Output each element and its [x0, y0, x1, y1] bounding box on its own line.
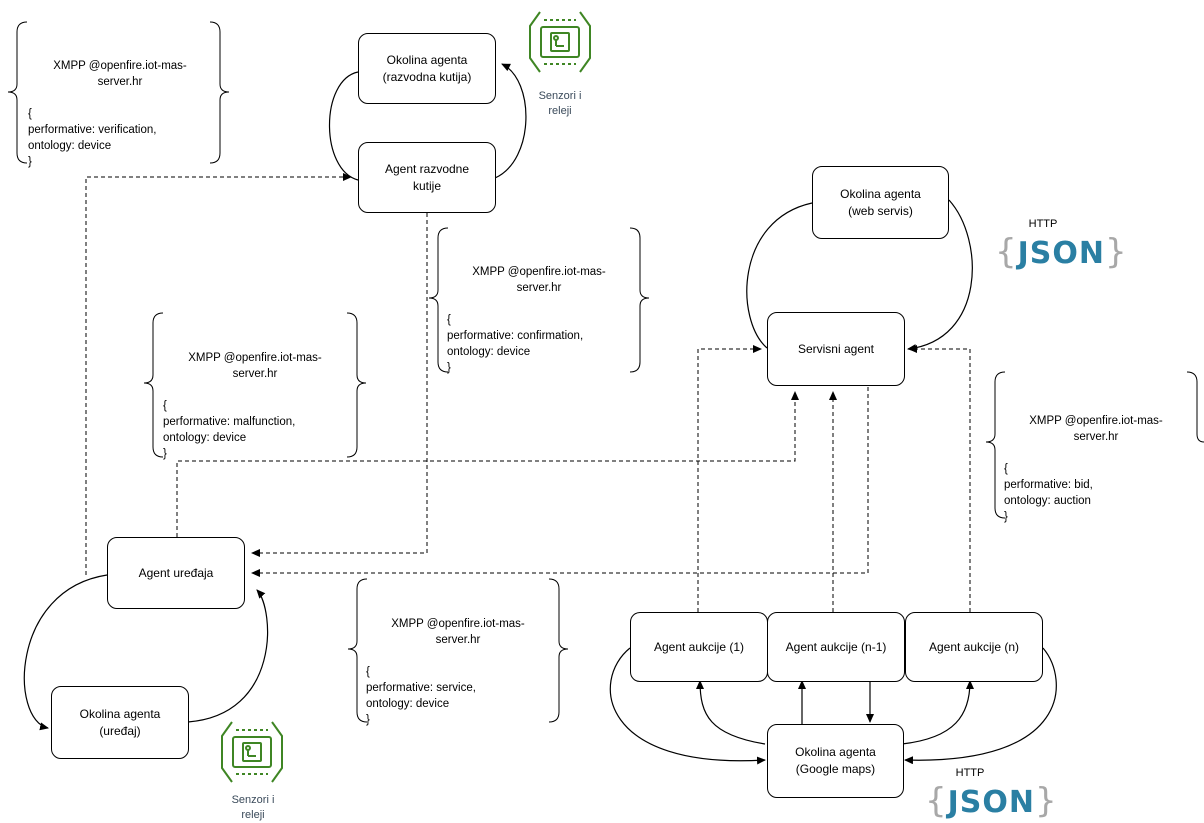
brace-service-right [548, 578, 569, 723]
brace-service-left [347, 578, 368, 723]
message-verification-header: XMPP @openfire.iot-mas- server.hr [53, 60, 187, 88]
edge-agent-razvodne-to-env [329, 71, 359, 181]
message-service-header: XMPP @openfire.iot-mas- server.hr [391, 618, 525, 646]
message-verification-body: { performative: verification, ontology: … [28, 108, 157, 168]
json-logo-top-text: JSON [1017, 236, 1106, 271]
brace-verification-left [7, 21, 28, 164]
message-confirmation-header: XMPP @openfire.iot-mas- server.hr [472, 266, 606, 294]
message-bid: XMPP @openfire.iot-mas- server.hr { perf… [1004, 397, 1188, 541]
message-verification: XMPP @openfire.iot-mas- server.hr { perf… [28, 42, 212, 186]
node-env-uredaj-label: Okolina agenta (uređaj) [79, 706, 161, 738]
sensor-icon-bottom [221, 721, 283, 783]
message-confirmation: XMPP @openfire.iot-mas- server.hr { perf… [447, 248, 631, 392]
edge-google-to-aukcija1 [696, 680, 766, 745]
dashed-servisni-to-uredaja [251, 387, 869, 577]
message-malfunction-body: { performative: malfunction, ontology: d… [163, 400, 296, 460]
message-malfunction: XMPP @openfire.iot-mas- server.hr { perf… [163, 334, 347, 478]
node-env-google-label: Okolina agenta (Google maps) [795, 745, 876, 776]
json-logo-top: {JSON} [995, 232, 1128, 272]
sensor-label-top: Senzori i releji [538, 90, 582, 117]
edge-env-uredaj-to-agent [187, 589, 269, 723]
edge-servisni-to-env-web [746, 202, 813, 349]
message-malfunction-header: XMPP @openfire.iot-mas- server.hr [188, 352, 322, 380]
json-logo-bottom: {JSON} [925, 781, 1058, 821]
node-agent-uredaja-label: Agent uređaja [138, 565, 214, 580]
brace-malfunction-right [346, 312, 367, 458]
node-env-web: Okolina agenta (web servis) [812, 166, 949, 239]
edge-env-razvodna-to-agent [494, 63, 527, 179]
edge-aukcija1-to-google [609, 647, 766, 765]
edge-google-to-aukcijan [901, 680, 974, 745]
node-aukcija-n-label: Agent aukcije (n) [928, 639, 1020, 654]
node-aukcija-n: Agent aukcije (n) [905, 612, 1043, 682]
sensor-label-bottom: Senzori i releji [231, 794, 275, 821]
sensor-icon-top [529, 11, 591, 73]
brace-bid-right [1186, 371, 1204, 443]
brace-confirmation-right [629, 227, 650, 373]
node-aukcija-1: Agent aukcije (1) [630, 612, 768, 682]
http-label-bottom: HTTP [955, 767, 985, 779]
json-logo-bottom-text: JSON [947, 785, 1036, 820]
message-bid-header: XMPP @openfire.iot-mas- server.hr [1029, 415, 1163, 443]
node-agent-razvodne: Agent razvodne kutije [358, 142, 496, 213]
brace-verification-right [209, 21, 230, 164]
message-bid-body: { performative: bid, ontology: auction } [1004, 463, 1093, 523]
brace-confirmation-left [428, 227, 449, 373]
node-aukcija-1-label: Agent aukcije (1) [653, 639, 745, 654]
node-agent-razvodne-label: Agent razvodne kutije [384, 161, 470, 193]
message-service: XMPP @openfire.iot-mas- server.hr { perf… [366, 600, 550, 744]
dashed-uredaja-to-razvodne [85, 173, 352, 575]
message-confirmation-body: { performative: confirmation, ontology: … [447, 314, 584, 374]
dashed-aukcija1-to-servisni [697, 345, 762, 612]
node-agent-uredaja: Agent uređaja [107, 537, 245, 609]
node-aukcija-n1: Agent aukcije (n-1) [767, 612, 905, 682]
brace-malfunction-left [143, 312, 164, 458]
node-env-uredaj: Okolina agenta (uređaj) [51, 686, 189, 759]
message-service-body: { performative: service, ontology: devic… [366, 666, 476, 726]
http-label-top: HTTP [1028, 218, 1058, 230]
dashed-razvodne-to-uredaja [251, 213, 428, 557]
node-env-razvodna-label: Okolina agenta (razvodna kutija) [382, 52, 472, 84]
node-servisni-label: Servisni agent [797, 341, 875, 356]
edge-env-web-to-servisni [907, 199, 973, 353]
edge-agent-uredaja-to-env [23, 574, 108, 731]
node-env-web-label: Okolina agenta (web servis) [840, 186, 921, 218]
node-aukcija-n1-label: Agent aukcije (n-1) [785, 639, 887, 654]
edge-aukcijan-to-google [904, 647, 1057, 765]
node-env-google: Okolina agenta (Google maps) [767, 724, 904, 798]
node-servisni-agent: Servisni agent [767, 312, 905, 386]
dashed-aukcijan-to-servisni [908, 345, 971, 612]
dashed-uredaja-to-servisni [176, 391, 799, 537]
node-env-razvodna: Okolina agenta (razvodna kutija) [358, 33, 496, 104]
brace-bid-left [985, 371, 1006, 519]
